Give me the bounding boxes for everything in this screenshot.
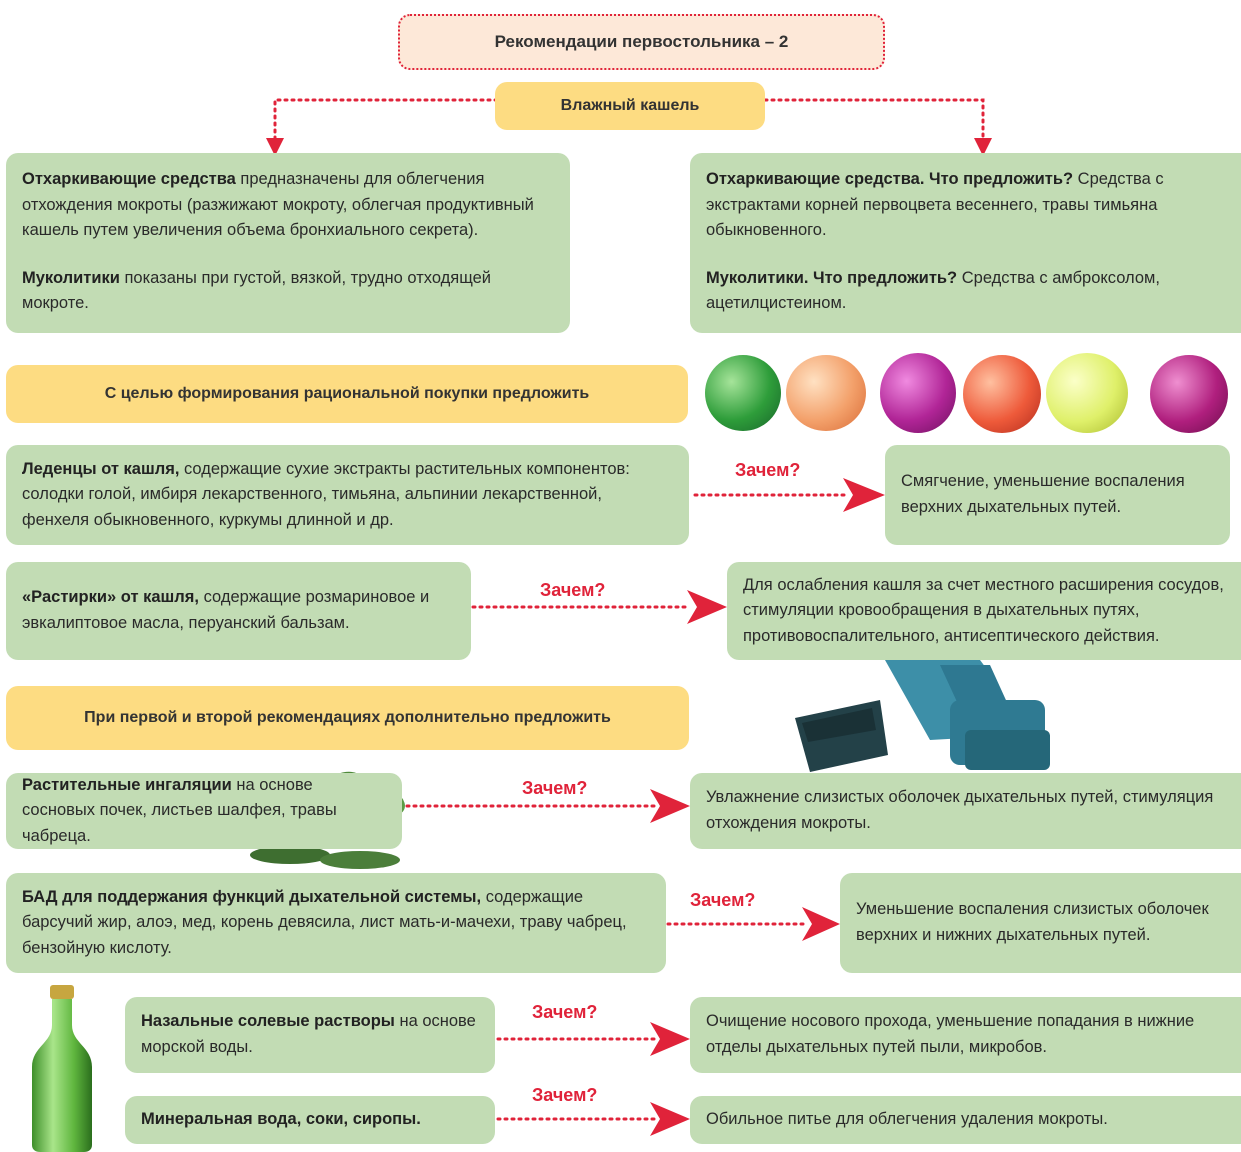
supplement-description: содержащие барсучий жир, алоэ, мед, коре…: [22, 887, 627, 957]
section-additional-offer-text: При первой и второй рекомендациях дополн…: [84, 709, 611, 726]
why-label-inhalations: Зачем?: [522, 778, 588, 798]
lozenges-purpose-box: Смягчение, уменьшение воспаления верхних…: [885, 445, 1230, 545]
candy-orange: [786, 355, 866, 431]
page-title-text: Рекомендации первостольника – 2: [494, 32, 789, 51]
nasal-solutions-box: Назальные солевые растворы на основе мор…: [125, 997, 495, 1073]
inhalations-purpose-box: Увлажнение слизистых оболочек дыхательны…: [690, 773, 1241, 849]
rubs-description: содержащие розмариновое и эвкалиптовое м…: [22, 588, 430, 632]
expectorants-offer-text: Средства с экстрактами корней первоцвета…: [706, 170, 1164, 240]
inhaler-image: [795, 660, 1050, 772]
candy-magenta: [880, 353, 956, 433]
nasal-solutions-description: на основе морской воды.: [141, 1012, 476, 1056]
bottle-image: [32, 985, 92, 1152]
mucolytics-offer-heading: Муколитики. Что предложить?: [706, 268, 958, 287]
mineral-water-heading: Минеральная вода, соки, сиропы.: [141, 1110, 421, 1129]
expectorants-description: предназначены для облегчения отхождения …: [22, 170, 534, 240]
why-label-nasal: Зачем?: [532, 1002, 598, 1022]
why-label-mineral-water: Зачем?: [532, 1085, 598, 1105]
inhalations-box: Растительные ингаляции на основе сосновы…: [6, 773, 402, 849]
inhalations-purpose-text: Увлажнение слизистых оболочек дыхательны…: [706, 788, 1214, 832]
supplement-purpose-box: Уменьшение воспаления слизистых оболочек…: [840, 873, 1241, 973]
candy-green: [705, 355, 781, 431]
why-label-rubs: Зачем?: [540, 580, 606, 600]
mineral-water-purpose-text: Обильное питье для облегчения удаления м…: [706, 1110, 1108, 1129]
candy-red: [963, 355, 1041, 433]
lozenges-purpose-text: Смягчение, уменьшение воспаления верхних…: [901, 472, 1185, 516]
lozenges-description: содержащие сухие экстракты растительных …: [22, 459, 630, 529]
why-label-supplement: Зачем?: [690, 890, 756, 910]
mucolytics-offer-text: Средства с амброксолом, ацетилцистеином.: [706, 268, 1160, 313]
section-rational-purchase: С целью формирования рациональной покупк…: [6, 365, 688, 423]
nasal-purpose-box: Очищение носового прохода, уменьшение по…: [690, 997, 1241, 1073]
rubs-box: «Растирки» от кашля, содержащие розмарин…: [6, 562, 471, 660]
mucolytics-description: показаны при густой, вязкой, трудно отхо…: [22, 268, 492, 313]
supplement-heading: БАД для поддержания функций дыхательной …: [22, 887, 482, 906]
wet-cough-label: Влажный кашель: [495, 82, 765, 130]
what-to-offer-box: Отхаркивающие средства. Что предложить? …: [690, 153, 1241, 333]
inhalations-heading: Растительные ингаляции: [22, 775, 232, 794]
page-title: Рекомендации первостольника – 2: [398, 14, 885, 70]
rubs-purpose-text: Для ослабления кашля за счет местного ра…: [743, 575, 1224, 645]
nasal-purpose-text: Очищение носового прохода, уменьшение по…: [706, 1012, 1195, 1056]
nasal-solutions-heading: Назальные солевые растворы: [141, 1012, 395, 1031]
supplement-purpose-text: Уменьшение воспаления слизистых оболочек…: [856, 900, 1209, 944]
why-label-lozenges: Зачем?: [735, 460, 801, 480]
lozenges-box: Леденцы от кашля, содержащие сухие экстр…: [6, 445, 689, 545]
inhalations-description: на основе сосновых почек, листьев шалфея…: [22, 775, 337, 845]
rubs-purpose-box: Для ослабления кашля за счет местного ра…: [727, 562, 1241, 660]
candy-purple: [1150, 355, 1228, 433]
lozenges-heading: Леденцы от кашля,: [22, 459, 180, 478]
rubs-heading: «Растирки» от кашля,: [22, 588, 199, 607]
section-rational-purchase-text: С целью формирования рациональной покупк…: [104, 385, 590, 402]
mineral-water-purpose-box: Обильное питье для облегчения удаления м…: [690, 1096, 1241, 1144]
expectorants-offer-heading: Отхаркивающие средства. Что предложить?: [706, 170, 1074, 188]
candy-yellow: [1046, 353, 1128, 433]
section-additional-offer: При первой и второй рекомендациях дополн…: [6, 686, 689, 750]
supplement-box: БАД для поддержания функций дыхательной …: [6, 873, 666, 973]
expectorants-info-box: Отхаркивающие средства предназначены для…: [6, 153, 570, 333]
mucolytics-heading: Муколитики: [22, 268, 120, 287]
mineral-water-box: Минеральная вода, соки, сиропы.: [125, 1096, 495, 1144]
expectorants-heading: Отхаркивающие средства: [22, 170, 236, 188]
wet-cough-text: Влажный кашель: [560, 97, 700, 114]
